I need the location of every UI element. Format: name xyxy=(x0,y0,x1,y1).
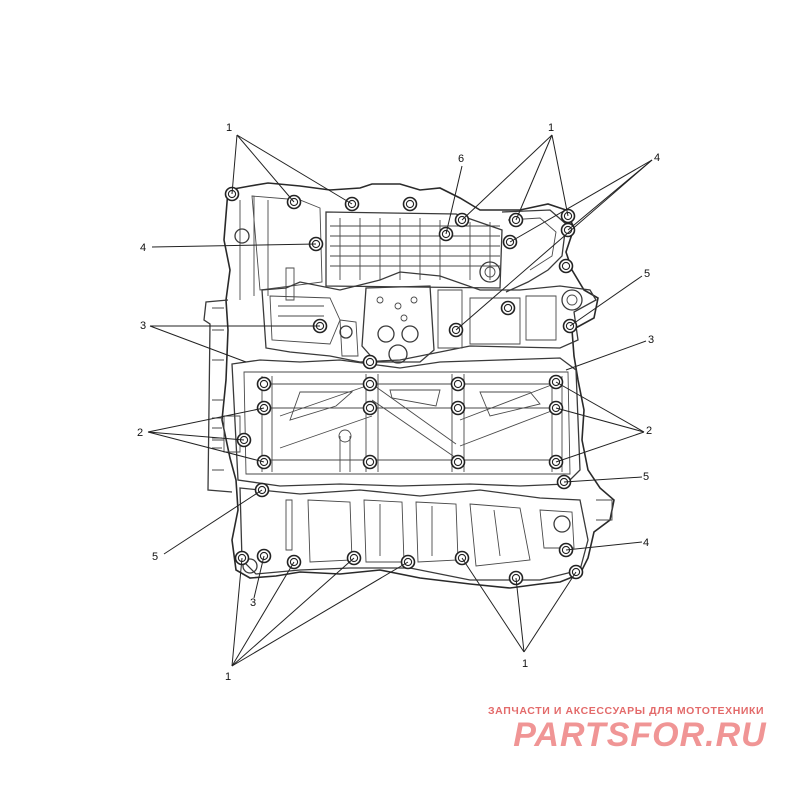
bolt-19 xyxy=(362,376,378,392)
bolt-24 xyxy=(450,400,466,416)
leader-line-11 xyxy=(151,243,317,248)
leader-line-10 xyxy=(455,159,653,331)
callout-6: 6 xyxy=(458,153,464,165)
callout-5-left: 5 xyxy=(152,551,158,563)
callout-5-right-lower: 5 xyxy=(643,471,649,483)
leader-line-31 xyxy=(515,577,525,653)
callout-1-bottom-left: 1 xyxy=(225,671,231,683)
callout-1-top-right: 1 xyxy=(548,122,554,134)
leader-line-4 xyxy=(461,134,553,221)
leader-line-29 xyxy=(231,561,409,667)
callout-2-left: 2 xyxy=(137,427,143,439)
callout-4-left: 4 xyxy=(140,242,146,254)
bolt-layer xyxy=(224,186,584,586)
callout-1-top-left: 1 xyxy=(226,122,232,134)
leader-line-21 xyxy=(555,381,645,433)
bolt-12 xyxy=(558,258,574,274)
callout-2-right: 2 xyxy=(646,425,652,437)
bolt-28 xyxy=(362,454,378,470)
leader-line-25 xyxy=(253,555,265,599)
bolt-20 xyxy=(450,376,466,392)
leader-layer xyxy=(147,134,653,667)
top-fins xyxy=(330,218,500,280)
leader-line-30 xyxy=(461,557,525,653)
leader-line-17 xyxy=(147,431,265,463)
leader-line-16 xyxy=(147,407,265,433)
leader-line-12 xyxy=(569,275,643,327)
leader-line-28 xyxy=(231,557,355,667)
lower-frame xyxy=(212,357,581,487)
callout-3-bottom: 3 xyxy=(250,597,256,609)
callout-1-bottom-right: 1 xyxy=(522,658,528,670)
watermark-logo: PARTSFOR.RU xyxy=(513,716,767,754)
leader-line-27 xyxy=(231,561,295,667)
leader-line-19 xyxy=(555,407,645,433)
bolt-4 xyxy=(402,196,418,212)
leader-line-23 xyxy=(163,489,263,555)
callout-4-right-lower: 4 xyxy=(643,537,649,549)
crankcase-drawing xyxy=(203,182,615,589)
watermark-tagline: ЗАПЧАСТИ И АКСЕССУАРЫ ДЛЯ МОТОТЕХНИКИ xyxy=(488,705,765,717)
callout-5-right-upper: 5 xyxy=(644,268,650,280)
bolt-23 xyxy=(362,400,378,416)
leader-line-26 xyxy=(231,557,243,667)
bolt-29 xyxy=(450,454,466,470)
leader-line-1 xyxy=(231,134,238,195)
callout-3-right: 3 xyxy=(648,334,654,346)
callout-3-left: 3 xyxy=(140,320,146,332)
bolt-18 xyxy=(256,376,272,392)
callout-labels: 1 1 6 4 4 5 3 3 2 2 5 5 4 3 1 1 xyxy=(137,122,660,683)
leader-line-22 xyxy=(563,476,643,483)
leader-line-20 xyxy=(555,431,645,463)
bolt-13 xyxy=(500,300,516,316)
leader-line-15 xyxy=(565,340,647,371)
callout-4-top-right: 4 xyxy=(654,152,660,164)
leader-line-3 xyxy=(236,134,353,205)
bolt-17 xyxy=(362,354,378,370)
leader-line-7 xyxy=(445,165,463,235)
leader-line-5 xyxy=(515,134,553,221)
watermark-brand: PARTSFOR.RU xyxy=(513,716,767,754)
leader-line-2 xyxy=(236,134,295,203)
leader-line-24 xyxy=(565,541,643,551)
leader-line-18 xyxy=(147,431,245,441)
leader-line-14 xyxy=(149,325,247,363)
leader-line-9 xyxy=(509,159,653,243)
leader-line-32 xyxy=(523,571,577,653)
leader-line-6 xyxy=(551,134,569,217)
